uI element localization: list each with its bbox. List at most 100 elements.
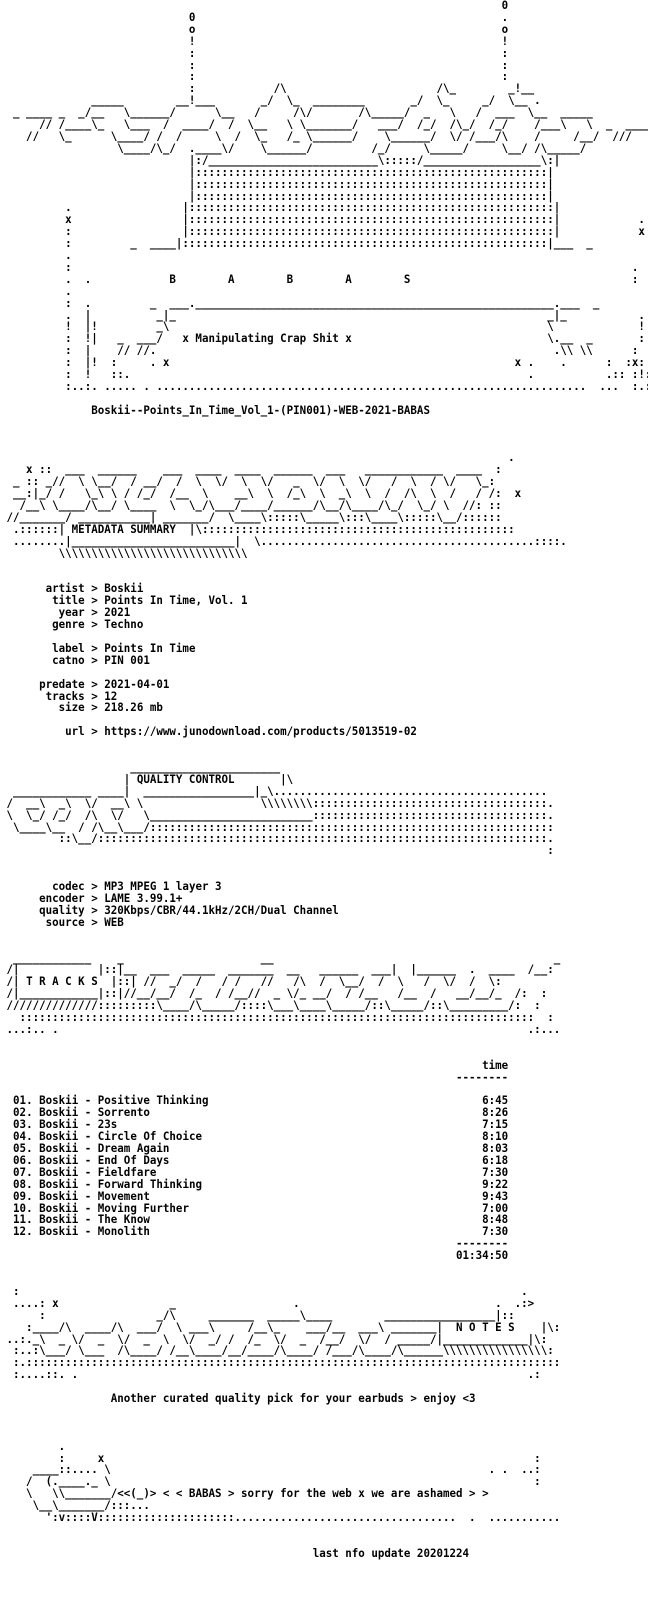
header-art-line: . | _|_ _|_ . : — [0, 307, 648, 322]
track-artist: Boskii — [39, 1164, 79, 1179]
header-art-line: : : — [0, 69, 509, 84]
field-row: codec > MP3 MPEG 1 layer 3 — [52, 879, 222, 894]
field-key: genre — [52, 617, 85, 632]
track-artist: Boskii — [39, 1212, 79, 1227]
track-row: 06. Boskii - End Of Days 6:18 — [13, 1152, 509, 1167]
header-art-line: \____/\_/ .____\/ \______/ /_/ \_____/ \… — [0, 140, 587, 155]
header-art-line: . |:::::::::::::::::::::::::::::::::::::… — [0, 200, 561, 215]
header-art-line: :..:. ..... . ..........................… — [0, 379, 648, 393]
track-number: 11. — [13, 1212, 33, 1227]
track-artist: Boskii — [39, 1152, 79, 1167]
quality-fields: codec > MP3 MPEG 1 layer 3 encoder > LAM… — [0, 879, 590, 929]
release-title-text: Boskii--Points_In_Time_Vol_1-(PIN001)-WE… — [91, 402, 430, 417]
nfo-text: 0 0 . o o ! — [0, 0, 648, 1559]
header-art-line: ! |! _\ \ ! !! — [0, 319, 648, 334]
field-row: artist > Boskii — [45, 581, 144, 596]
field-value: 2021-04-01 — [104, 676, 170, 691]
header-art-line: |:::::::::::::::::::::::::::::::::::::::… — [0, 188, 554, 203]
notes-text: Another curated quality pick for your ea… — [0, 1391, 590, 1406]
tracks-banner: ____________ _ __ _ /| |::|__ ___ _____ … — [6, 950, 561, 1036]
header-art-line: : : — [0, 45, 509, 60]
track-time: 8:48 — [482, 1212, 509, 1227]
field-row: size > 218.26 mb — [58, 700, 163, 715]
track-title: The Know — [97, 1212, 150, 1227]
header-art-line: : . _ ___.______________________________… — [0, 295, 648, 310]
metadata-banner: . x :: ___ ______ ___ ____ ____ ______ _… — [6, 450, 567, 560]
header-art-line: _ ____ _ _/__ \______/ \__ / /\/ /\_____… — [0, 105, 606, 120]
footer-message: < BABAS > sorry for the web x we are ash… — [175, 1486, 476, 1501]
track-artist: Boskii — [39, 1224, 79, 1239]
field-key: codec — [52, 879, 85, 894]
footer-art: . : x : ____::.... \ . . ..: / (.____._ … — [26, 1438, 561, 1525]
track-number: 05. — [13, 1141, 33, 1155]
field-value: WEB — [104, 914, 124, 929]
field-key: title — [52, 593, 85, 608]
track-title: Forward Thinking — [97, 1176, 202, 1191]
field-value: 2021 — [104, 605, 131, 620]
field-key: size — [58, 700, 85, 715]
field-key: quality — [39, 902, 85, 917]
track-title: Circle Of Choice — [97, 1129, 202, 1144]
track-number: 01. — [13, 1093, 33, 1108]
metadata-label: METADATA SUMMARY — [71, 521, 176, 536]
track-row: 04. Boskii - Circle Of Choice 8:10 — [13, 1129, 509, 1144]
track-number: 08. — [13, 1176, 33, 1191]
track-time: 8:10 — [482, 1129, 509, 1144]
header-art-line: _____ __!___ _/ \_ ________ _/ \_ _/ \__… — [0, 93, 554, 108]
track-row: 03. Boskii - 23s 7:15 — [13, 1117, 509, 1132]
field-row: url > https://www.junodownload.com/produ… — [65, 724, 417, 739]
release-title: Boskii--Points_In_Time_Vol_1-(PIN001)-WE… — [0, 402, 590, 417]
field-value: 320Kbps/CBR/44.1kHz/2CH/Dual Channel — [104, 902, 339, 917]
field-key: tracks — [45, 688, 85, 703]
field-row: quality > 320Kbps/CBR/44.1kHz/2CH/Dual C… — [39, 902, 339, 917]
track-time: 7:00 — [482, 1200, 509, 1215]
header-art-line: 0 . — [0, 9, 509, 24]
header-art-line: x |:::::::::::::::::::::::::::::::::::::… — [0, 212, 645, 227]
header-art-line: |:::::::::::::::::::::::::::::::::::::::… — [0, 176, 554, 191]
track-time: 7:30 — [482, 1164, 509, 1179]
track-number: 09. — [13, 1188, 33, 1203]
track-number: 12. — [13, 1224, 33, 1239]
total-time: 01:34:50 — [456, 1248, 509, 1263]
track-number: 06. — [13, 1152, 33, 1167]
header-art-line: 0 — [0, 0, 509, 12]
track-title: Positive Thinking — [97, 1093, 209, 1108]
track-title: End Of Days — [97, 1152, 170, 1167]
track-row: 12. Boskii - Monolith 7:30 — [13, 1224, 509, 1239]
field-key: url — [65, 724, 85, 739]
field-row: tracks > 12 — [45, 688, 118, 703]
track-row: 07. Boskii - Fieldfare 7:30 — [13, 1164, 509, 1179]
track-number: 07. — [13, 1164, 33, 1179]
quality-label: QUALITY CONTROL — [136, 771, 235, 786]
field-value: MP3 MPEG 1 layer 3 — [104, 879, 222, 894]
field-value: Points In Time, Vol. 1 — [104, 593, 248, 608]
field-key: encoder — [39, 890, 85, 905]
track-time: 9:22 — [482, 1176, 509, 1191]
track-time: 8:26 — [482, 1105, 509, 1120]
field-value: 12 — [104, 688, 118, 703]
header-art-line: ! ! — [0, 33, 509, 48]
header-art-line: // \_ \____/ / / \ / \_ /_ \______/ \___… — [0, 128, 632, 143]
track-title: Monolith — [97, 1224, 150, 1239]
track-row: 08. Boskii - Forward Thinking 9:22 — [13, 1176, 509, 1191]
field-value: Techno — [104, 617, 144, 632]
track-number: 02. — [13, 1105, 33, 1120]
track-time: 6:18 — [482, 1152, 509, 1167]
track-time: 7:30 — [482, 1224, 509, 1239]
header-art: 0 0 . o o ! — [0, 0, 648, 393]
field-value: LAME 3.99.1+ — [104, 890, 183, 905]
header-art-line: . — [0, 283, 72, 298]
track-artist: Boskii — [39, 1129, 79, 1144]
field-key: year — [58, 605, 85, 620]
notes-banner: : . ....: x _ . . .:> : _/\ _____ — [6, 1283, 561, 1382]
field-value[interactable]: https://www.junodownload.com/products/50… — [104, 724, 417, 739]
time-header: time — [482, 1057, 509, 1072]
field-key: predate — [39, 676, 85, 691]
notes-content: Another curated quality pick for your ea… — [110, 1391, 476, 1406]
header-art-line: . — [0, 248, 72, 263]
header-art-line: : /\ /\_ _!__ — [0, 81, 567, 96]
header-art-line: : . — [0, 259, 639, 274]
header-art-line: // /____\_ \___ / ____/ / \__ \ \_______… — [0, 117, 648, 132]
field-key: source — [45, 914, 85, 929]
header-art-line: |:/__________________________\:::::/____… — [0, 152, 561, 167]
